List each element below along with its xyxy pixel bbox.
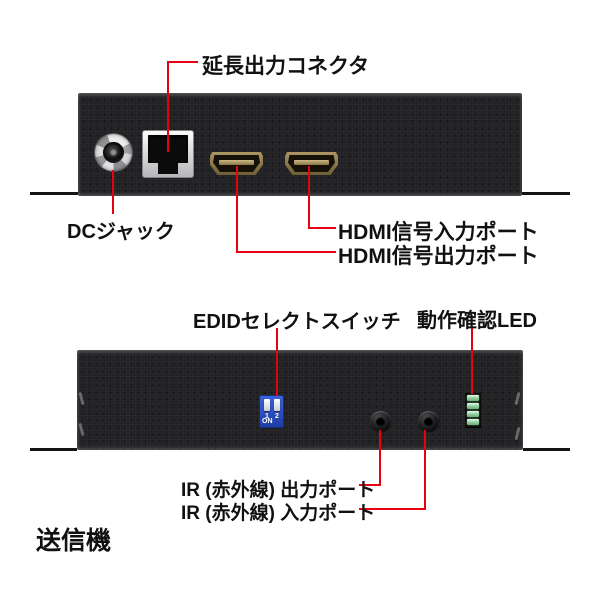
- callout-line: [308, 166, 310, 229]
- dip-toggle: [264, 399, 270, 411]
- led-segment: [467, 419, 479, 425]
- mounting-flange-left: [30, 448, 77, 451]
- dip-on-label: ON: [262, 418, 273, 425]
- transmitter-front-panel: [78, 93, 522, 196]
- callout-line: [359, 508, 426, 510]
- jack-hole: [376, 417, 385, 426]
- label-dc-jack: DCジャック: [67, 221, 175, 243]
- dip-toggle: [274, 399, 280, 411]
- callout-line: [379, 430, 381, 486]
- led-segment: [467, 411, 479, 417]
- transmitter-rear-panel: [77, 350, 523, 450]
- dip-label-2: 2: [275, 413, 279, 420]
- hdmi-output-port: [210, 152, 263, 175]
- label-status-led: 動作確認LED: [417, 310, 537, 332]
- label-ir-input: IR (赤外線) 入力ポート: [181, 503, 376, 524]
- hdmi-tongue: [294, 160, 329, 165]
- mounting-flange-left: [30, 192, 78, 195]
- dc-jack-pin: [111, 150, 116, 155]
- label-hdmi-output: HDMI信号出力ポート: [338, 245, 539, 268]
- label-edid-switch: EDIDセレクトスイッチ: [193, 311, 401, 333]
- hdmi-input-port: [285, 152, 338, 175]
- callout-line: [359, 484, 381, 486]
- rj45-extension-port: [142, 130, 194, 178]
- rj45-clip-slot: [158, 162, 178, 174]
- mounting-flange-right: [522, 192, 570, 195]
- callout-line: [308, 227, 336, 229]
- dip-label-1: 1: [265, 413, 269, 420]
- callout-line: [167, 61, 169, 152]
- label-extension-connector: 延長出力コネクタ: [202, 55, 370, 78]
- callout-line: [112, 170, 114, 214]
- dc-jack: [95, 134, 132, 171]
- dc-jack-hole: [103, 142, 124, 163]
- led-segment: [467, 395, 479, 401]
- jack-hole: [424, 417, 433, 426]
- mounting-flange-right: [523, 448, 570, 451]
- callout-line: [424, 430, 426, 510]
- callout-line: [167, 61, 198, 63]
- callout-line: [276, 328, 278, 396]
- callout-line: [236, 251, 336, 253]
- unit-caption: 送信機: [36, 527, 112, 555]
- hdmi-tongue: [219, 160, 254, 165]
- callout-line: [236, 166, 238, 253]
- edid-dip-switch: 1 2 ON: [259, 395, 284, 428]
- callout-line: [471, 326, 473, 394]
- label-ir-output: IR (赤外線) 出力ポート: [181, 480, 376, 501]
- led-segment: [467, 403, 479, 409]
- label-hdmi-input: HDMI信号入力ポート: [338, 221, 539, 244]
- status-led: [465, 393, 481, 428]
- ir-output-jack: [370, 411, 391, 432]
- ir-input-jack: [418, 411, 439, 432]
